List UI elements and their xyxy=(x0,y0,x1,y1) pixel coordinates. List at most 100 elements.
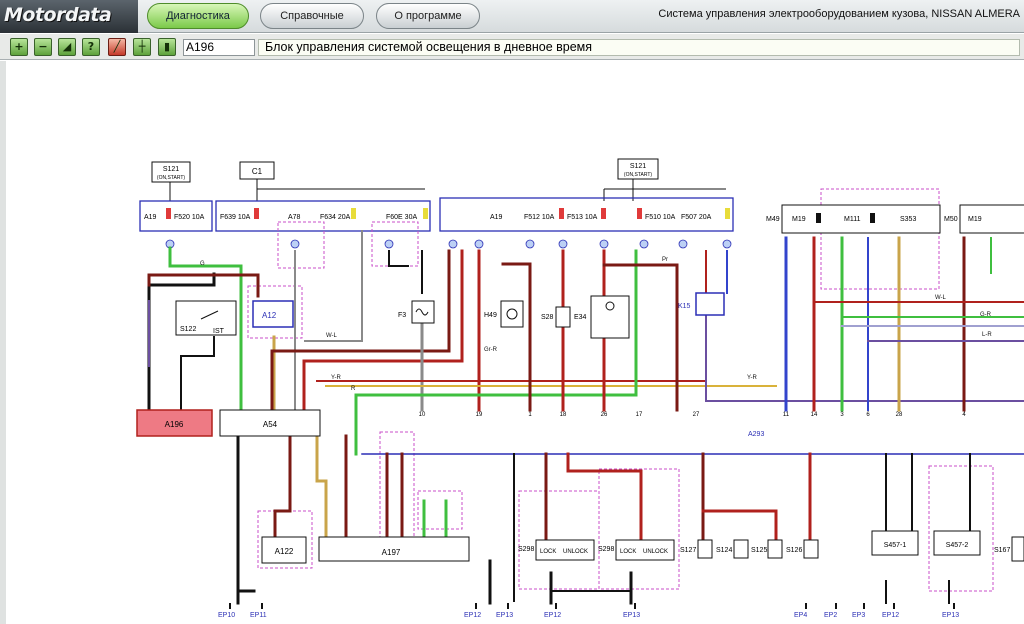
fuse-box-a19-right[interactable]: A19 F512 10A F513 10A F510 10A F507 20A xyxy=(439,197,734,232)
ist-label: IST xyxy=(213,328,225,335)
wire-label: W-L xyxy=(935,295,947,301)
fuse-label: F60E 30A xyxy=(386,214,417,221)
m50-label: M50 xyxy=(944,216,958,223)
fuse-label: F634 20A xyxy=(320,214,351,221)
fuse-icon xyxy=(559,208,564,219)
color-icon[interactable]: ▮ xyxy=(158,38,176,56)
diagram-canvas[interactable]: S121 (ON,START) C1 S121 (ON,START) A19 F… xyxy=(0,61,1024,624)
s457-1-label: S457-1 xyxy=(884,542,907,549)
fuse-icon xyxy=(601,208,606,219)
switch-s126[interactable]: S126 xyxy=(786,539,819,559)
module-a12[interactable]: A12 xyxy=(252,300,294,328)
pin-number: 26 xyxy=(601,412,608,418)
switch-s457-1[interactable]: S457-1 xyxy=(871,530,919,556)
nav-diagnostics-button[interactable]: Диагностика xyxy=(147,3,249,29)
highlight-icon[interactable]: ╱ xyxy=(108,38,126,56)
motor-m49[interactable]: M49 M19 M111 S353 xyxy=(766,204,941,234)
module-a54[interactable]: A54 xyxy=(219,409,321,437)
m49-label: M49 xyxy=(766,216,780,223)
m111-label: M111 xyxy=(844,216,861,223)
fuse-icon xyxy=(254,208,259,219)
wire-label: W-L xyxy=(326,333,338,339)
help-icon[interactable]: ? xyxy=(82,38,100,56)
s126-label: S126 xyxy=(786,547,802,554)
c1-label: C1 xyxy=(252,167,263,176)
s124-label: S124 xyxy=(716,547,732,554)
lock-label: LOCK xyxy=(620,549,636,555)
k15-label: K15 xyxy=(678,303,691,310)
h49-label: H49 xyxy=(484,312,497,319)
ground-label: EP10 xyxy=(218,612,235,619)
fuse-box-a78[interactable]: F639 10A A78 F634 20A F60E 30A xyxy=(215,200,431,232)
lamp-e34[interactable]: E34 xyxy=(574,295,630,339)
relay-s121-left[interactable]: S121 (ON,START) xyxy=(151,161,191,183)
switch-s122[interactable]: S122 IST xyxy=(175,300,237,336)
relay-s121-right[interactable]: S121 (ON,START) xyxy=(617,158,659,180)
s353-label: S353 xyxy=(900,216,916,223)
grid-icon[interactable]: ┼ xyxy=(133,38,151,56)
s167-label: S167 xyxy=(994,547,1010,554)
nav-reference-button[interactable]: Справочные данные xyxy=(260,3,364,46)
switch-contact-icon xyxy=(200,310,219,320)
motor-m50[interactable]: M50 M19 xyxy=(944,204,1024,234)
nav-about-button[interactable]: О программе xyxy=(376,3,480,29)
switch-s124[interactable]: S124 xyxy=(716,539,749,559)
pin-number: 18 xyxy=(560,412,567,418)
module-a196[interactable]: A196 xyxy=(136,409,213,437)
pin-number: 10 xyxy=(419,412,426,418)
ground-label: EP3 xyxy=(852,612,865,619)
motor-icon xyxy=(816,213,821,223)
switch-s167[interactable]: S167 xyxy=(994,536,1024,562)
fuse-box-a19-left[interactable]: A19 F520 10A xyxy=(139,200,213,232)
fuse-icon xyxy=(166,208,171,219)
fuse-f3[interactable]: F3 xyxy=(398,300,435,324)
fuse-box-label: A78 xyxy=(288,214,301,221)
lamp-icon xyxy=(605,301,615,311)
fuse-label: F639 10A xyxy=(220,214,251,221)
module-a197[interactable]: A197 xyxy=(318,536,470,562)
wire-label: R xyxy=(351,386,356,392)
ground-label: EP12 xyxy=(882,612,899,619)
wire-labels: G W-L Gr-R Y-R R G-R L-R W-L Y-R Pr xyxy=(200,257,992,392)
zoom-in-icon[interactable]: + xyxy=(10,38,28,56)
e34-label: E34 xyxy=(574,314,587,321)
switch-s457-2[interactable]: S457-2 xyxy=(933,530,981,556)
connector-c1[interactable]: C1 xyxy=(239,161,275,180)
connector-pins-row xyxy=(165,239,732,249)
wiring-diagram[interactable]: S121 (ON,START) C1 S121 (ON,START) A19 F… xyxy=(6,61,1024,624)
switch-s125[interactable]: S125 xyxy=(751,539,783,559)
ground-label: EP13 xyxy=(496,612,513,619)
unlock-label: UNLOCK xyxy=(643,549,668,555)
pin-number: 19 xyxy=(476,412,483,418)
wire-label: G xyxy=(200,261,205,267)
switch-s28[interactable]: S28 xyxy=(541,306,571,328)
pin-number: 6 xyxy=(866,412,870,418)
switch-s298-b[interactable]: S298 LOCK UNLOCK xyxy=(598,539,675,561)
f3-label: F3 xyxy=(398,312,406,319)
component-code-field[interactable]: A196 xyxy=(183,39,255,56)
pin-number: 4 xyxy=(962,412,966,418)
ground-label: EP12 xyxy=(544,612,561,619)
module-a122[interactable]: A122 xyxy=(261,536,307,564)
relay-sub: (ON,START) xyxy=(157,175,185,181)
fuse-box-label: A19 xyxy=(490,214,503,221)
fuse-icon xyxy=(637,208,642,219)
lamp-h49[interactable]: H49 xyxy=(484,300,524,328)
fuse-box-label: A19 xyxy=(144,214,157,221)
s122-label: S122 xyxy=(180,326,196,333)
m19-label-2: M19 xyxy=(968,216,982,223)
switch-s298-a[interactable]: S298 LOCK UNLOCK xyxy=(518,539,595,561)
switch-s127[interactable]: S127 xyxy=(680,539,713,559)
relay-label-2: S121 xyxy=(630,163,646,170)
relay-sub-2: (ON,START) xyxy=(624,172,652,178)
zoom-out-icon[interactable]: − xyxy=(34,38,52,56)
top-bar: Motordata Диагностика Справочные данные … xyxy=(0,0,1024,46)
a196-label: A196 xyxy=(165,420,184,429)
fit-icon[interactable]: ◢ xyxy=(58,38,76,56)
pin-number: 17 xyxy=(636,412,643,418)
s457-2-label: S457-2 xyxy=(946,542,969,549)
ground-label: EP12 xyxy=(464,612,481,619)
pin-number: 11 xyxy=(783,412,790,418)
system-title: Система управления электрооборудованием … xyxy=(658,8,1020,20)
relay-k15[interactable]: K15 xyxy=(678,292,725,316)
